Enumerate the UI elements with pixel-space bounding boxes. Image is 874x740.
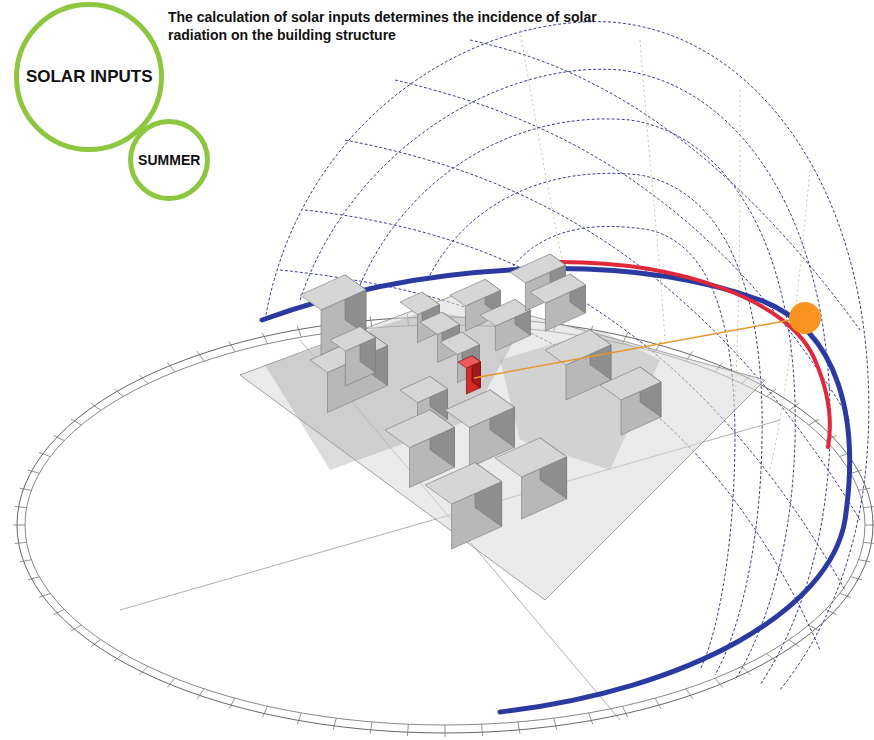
building-face: [450, 279, 500, 306]
building-face: [420, 312, 460, 334]
tick-mark: [407, 724, 408, 736]
tick-mark: [789, 403, 799, 410]
tick-mark: [297, 326, 301, 337]
tick-mark: [140, 666, 148, 674]
building-face: [400, 292, 440, 314]
building-face: [330, 327, 375, 352]
tick-mark: [482, 724, 483, 736]
tick-mark: [197, 689, 204, 699]
tick-mark: [13, 525, 25, 526]
shadow-area: [265, 310, 520, 470]
tick-mark: [91, 403, 101, 410]
building-face: [530, 274, 585, 303]
tick-mark: [28, 577, 40, 580]
building-face: [385, 410, 455, 448]
tick-mark: [826, 610, 837, 615]
tick-mark: [114, 389, 123, 397]
category-circle: SUMMER: [128, 119, 210, 201]
tick-mark: [20, 560, 32, 562]
tick-mark: [686, 689, 693, 699]
building-face: [445, 390, 515, 428]
tick-mark: [28, 470, 40, 473]
tick-mark: [655, 698, 661, 708]
tick-mark: [865, 525, 874, 526]
buildings: [300, 254, 661, 549]
tick-mark: [297, 713, 301, 724]
tick-mark: [370, 722, 372, 734]
tick-mark: [197, 351, 204, 361]
sun-symbol: [789, 302, 821, 334]
tick-mark: [262, 333, 267, 344]
building-face: [440, 332, 480, 354]
sky-dome-grid: [265, 22, 869, 690]
tick-mark: [333, 718, 336, 730]
building-face: [510, 254, 565, 283]
tick-mark: [554, 718, 557, 730]
circle-label: SUMMER: [138, 152, 200, 169]
heading-text: The calculation of solar inputs determin…: [168, 8, 648, 44]
tick-mark: [742, 666, 750, 674]
tick-mark: [840, 593, 851, 597]
tick-mark: [859, 488, 871, 490]
tick-mark: [91, 640, 101, 647]
tick-mark: [445, 725, 446, 737]
building-face: [458, 356, 480, 368]
tick-mark: [851, 577, 863, 580]
tick-mark: [715, 678, 723, 687]
tick-mark: [622, 706, 627, 717]
tick-mark: [863, 542, 874, 543]
building-face: [600, 367, 661, 400]
tick-mark: [167, 678, 175, 687]
tick-mark: [518, 722, 520, 734]
tick-mark: [20, 488, 32, 490]
tick-mark: [789, 640, 799, 647]
tick-mark: [809, 625, 819, 631]
tick-mark: [53, 610, 64, 615]
tick-mark: [859, 560, 871, 562]
building-face: [545, 330, 611, 365]
tick-mark: [809, 419, 819, 425]
building-face: [425, 463, 502, 505]
tick-mark: [851, 470, 863, 473]
tick-mark: [863, 507, 874, 508]
tick-mark: [167, 363, 175, 372]
building-face: [480, 299, 530, 326]
tick-mark: [53, 435, 64, 440]
building-face: [400, 377, 448, 403]
building-face: [495, 438, 567, 477]
tick-mark: [15, 507, 27, 508]
site-plane: [240, 295, 765, 600]
sun-ray: [474, 320, 790, 378]
tick-mark: [39, 593, 50, 597]
building-face: [300, 275, 366, 310]
tick-mark: [71, 625, 81, 631]
tick-mark: [229, 341, 235, 351]
tick-mark: [140, 375, 148, 383]
tick-mark: [589, 713, 593, 724]
circle-label: SOLAR INPUTS: [26, 67, 153, 87]
tick-mark: [114, 654, 123, 662]
tick-mark: [15, 542, 27, 543]
tick-mark: [229, 698, 235, 708]
tick-mark: [71, 419, 81, 425]
tick-mark: [262, 706, 267, 717]
tick-mark: [39, 452, 50, 456]
